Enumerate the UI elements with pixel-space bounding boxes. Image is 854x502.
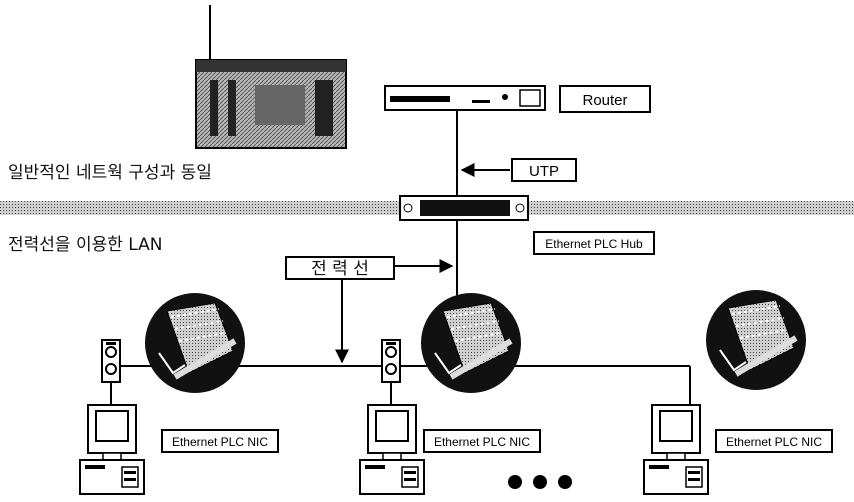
plc-card-icon <box>706 290 806 390</box>
top-section-label: 일반적인 네트웍 구성과 동일 <box>8 163 212 183</box>
hub-label: Ethernet PLC Hub <box>545 237 643 251</box>
hub-icon <box>399 195 529 221</box>
computer-icon <box>359 404 425 495</box>
computer-icon <box>79 404 145 495</box>
router-label-box <box>559 85 651 113</box>
ellipsis-dots-icon <box>508 475 572 489</box>
speaker-icon <box>381 339 401 383</box>
speaker-icon <box>101 339 121 383</box>
router-icon <box>384 85 546 111</box>
powerline-label-box <box>285 256 395 280</box>
hub-label-box <box>533 231 655 255</box>
nic3-label-box <box>715 429 833 453</box>
computer-icon <box>643 404 709 495</box>
bottom-section-label: 전력선을 이용한 LAN <box>8 235 163 255</box>
nic1-label-box <box>161 429 279 453</box>
utp-label: UTP <box>529 163 559 180</box>
nic2-label-box <box>423 429 541 453</box>
nic2-label: Ethernet PLC NIC <box>434 435 530 449</box>
router-label: Router <box>582 92 627 109</box>
utp-label-box <box>511 158 577 182</box>
powerline-label: 전 력 선 <box>311 259 369 279</box>
server-icon <box>195 5 347 149</box>
plc-card-icon <box>421 293 521 393</box>
plc-card-icon <box>145 293 245 393</box>
nic3-label: Ethernet PLC NIC <box>726 435 822 449</box>
nic1-label: Ethernet PLC NIC <box>172 435 268 449</box>
